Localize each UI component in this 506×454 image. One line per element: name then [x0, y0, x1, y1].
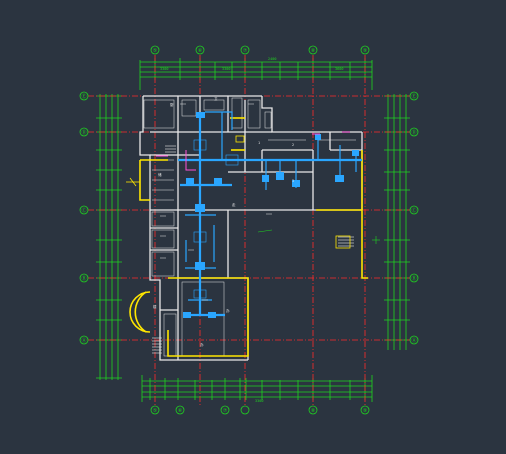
svg-text:3300: 3300 — [160, 67, 168, 71]
green-leader-marks — [257, 229, 380, 244]
svg-text:1: 1 — [258, 141, 260, 145]
svg-text:⑧: ⑧ — [311, 48, 316, 54]
svg-text:楼: 楼 — [153, 304, 157, 309]
svg-text:办: 办 — [200, 342, 204, 347]
svg-text:⑨: ⑨ — [363, 408, 368, 414]
svg-text:卫: 卫 — [214, 97, 218, 101]
svg-text:Ⓔ: Ⓔ — [81, 93, 86, 100]
axis-labels-left: Ⓔ Ⓓ Ⓒ Ⓑ Ⓐ — [81, 93, 86, 344]
svg-text:厨: 厨 — [170, 102, 174, 107]
pink-elements — [156, 131, 350, 171]
svg-text:Ⓓ: Ⓓ — [81, 129, 86, 136]
wall-details — [143, 97, 356, 357]
axis-bubbles-top — [150, 45, 370, 55]
svg-text:Ⓒ: Ⓒ — [411, 207, 416, 214]
svg-text:3600: 3600 — [335, 67, 343, 71]
axis-bubbles-left — [79, 91, 89, 345]
svg-text:Ⓒ: Ⓒ — [81, 207, 86, 214]
annotation-marks — [160, 103, 272, 301]
svg-text:3300: 3300 — [222, 67, 230, 71]
svg-text:⑦: ⑦ — [243, 48, 248, 54]
svg-text:Ⓑ: Ⓑ — [411, 275, 416, 282]
svg-text:2: 2 — [292, 143, 294, 147]
svg-text:办: 办 — [226, 308, 230, 313]
svg-text:走: 走 — [232, 202, 236, 207]
svg-text:Ⓔ: Ⓔ — [411, 93, 416, 100]
svg-text:3: 3 — [292, 179, 294, 183]
svg-text:⑥: ⑥ — [198, 48, 203, 54]
highlighted-zones — [129, 117, 368, 357]
svg-text:Ⓓ: Ⓓ — [411, 129, 416, 136]
svg-text:⑤: ⑤ — [153, 48, 158, 54]
svg-text:2400: 2400 — [268, 57, 276, 61]
svg-text:储: 储 — [158, 172, 162, 177]
svg-text:Ⓑ: Ⓑ — [81, 275, 86, 282]
axis-bubbles-bottom — [150, 405, 370, 415]
svg-text:Ⓐ: Ⓐ — [81, 337, 86, 344]
axis-labels-top: ⑤ ⑥ ⑦ ⑧ ⑨ — [153, 48, 368, 54]
svg-text:3300: 3300 — [255, 399, 263, 403]
axis-labels-bottom: ⑤ ⑥ ⑦ ⑧ ⑨ — [153, 408, 368, 414]
building-walls — [139, 95, 363, 361]
svg-text:⑥: ⑥ — [178, 408, 183, 414]
dimension-lines — [99, 60, 407, 402]
highlight-symbols — [126, 135, 351, 249]
svg-text:Ⓐ: Ⓐ — [411, 337, 416, 344]
duct-diffusers — [183, 112, 359, 318]
duct-joints — [193, 139, 239, 299]
axis-labels-right: Ⓔ Ⓓ Ⓒ Ⓑ Ⓐ — [411, 93, 416, 344]
staircase — [152, 145, 354, 354]
svg-text:⑤: ⑤ — [153, 408, 158, 414]
svg-text:⑨: ⑨ — [363, 48, 368, 54]
svg-text:⑧: ⑧ — [311, 408, 316, 414]
axis-bubbles-right — [409, 91, 419, 345]
svg-text:⑦: ⑦ — [223, 408, 228, 414]
dimension-text: 3300 3300 2400 3600 3300 — [160, 57, 343, 403]
room-tags: 厨 卫 1 2 3 储 走 楼 办 办 — [153, 97, 294, 347]
